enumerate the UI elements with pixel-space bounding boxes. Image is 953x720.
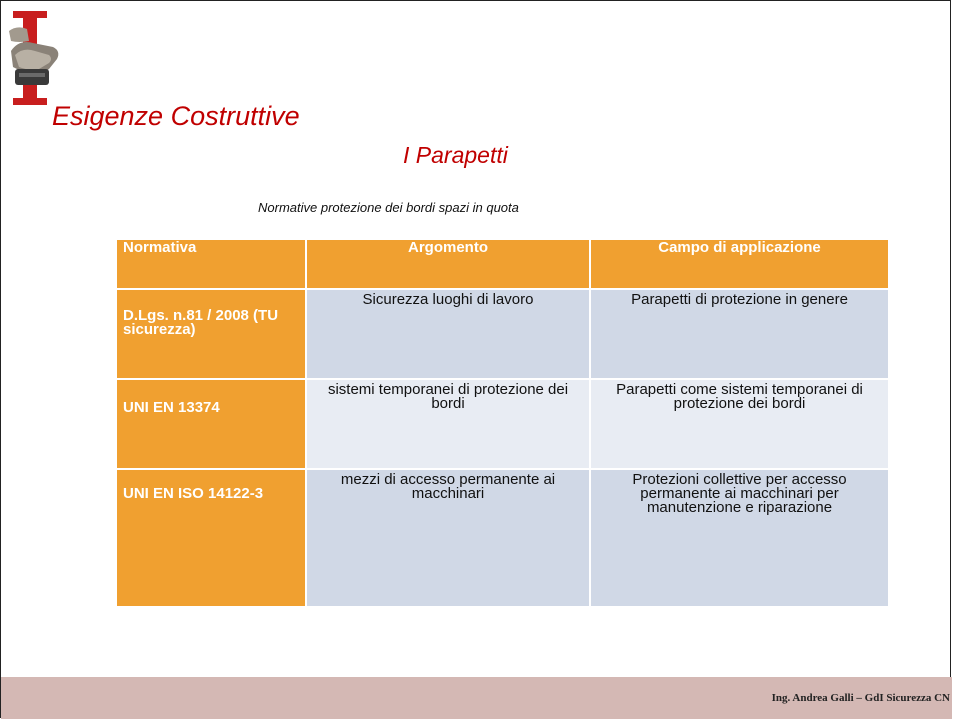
table-caption: Normative protezione dei bordi spazi in … [258,200,519,215]
row-normativa: D.Lgs. n.81 / 2008 (TU sicurezza) [117,288,307,379]
row-normativa: UNI EN ISO 14122-3 [117,468,307,606]
row-normativa-text: D.Lgs. n.81 / 2008 (TU sicurezza) [123,307,279,338]
row-argomento: sistemi temporanei di protezione dei bor… [306,378,591,469]
table-row: D.Lgs. n.81 / 2008 (TU sicurezza) Sicure… [117,288,888,379]
row-normativa: UNI EN 13374 [117,378,307,469]
row-campo: Parapetti come sistemi temporanei di pro… [590,378,888,469]
row-argomento: mezzi di accesso permanente ai macchinar… [306,468,591,606]
row-normativa-text: UNI EN ISO 14122-3 [123,485,264,502]
header-argomento: Argomento [306,240,591,289]
table-row: UNI EN ISO 14122-3 mezzi di accesso perm… [117,468,888,606]
row-campo: Protezioni collettive per accesso perman… [590,468,888,606]
footer-author: Ing. Andrea Galli – GdI Sicurezza CN [771,692,950,704]
row-campo: Parapetti di protezione in genere [590,288,888,379]
slide-title: Esigenze Costruttive [52,101,300,131]
gloved-hand-logo-icon [9,11,59,105]
row-normativa-text: UNI EN 13374 [123,399,220,416]
row-argomento: Sicurezza luoghi di lavoro [306,288,591,379]
footer-bar: Ing. Andrea Galli – GdI Sicurezza CN [1,677,952,719]
slide-subtitle: I Parapetti [403,142,508,168]
norms-table: Normativa Argomento Campo di applicazion… [117,240,888,606]
table-header-row: Normativa Argomento Campo di applicazion… [117,240,888,289]
header-normativa: Normativa [117,240,307,289]
header-campo-applicazione: Campo di applicazione [590,240,888,289]
table-row: UNI EN 13374 sistemi temporanei di prote… [117,378,888,469]
